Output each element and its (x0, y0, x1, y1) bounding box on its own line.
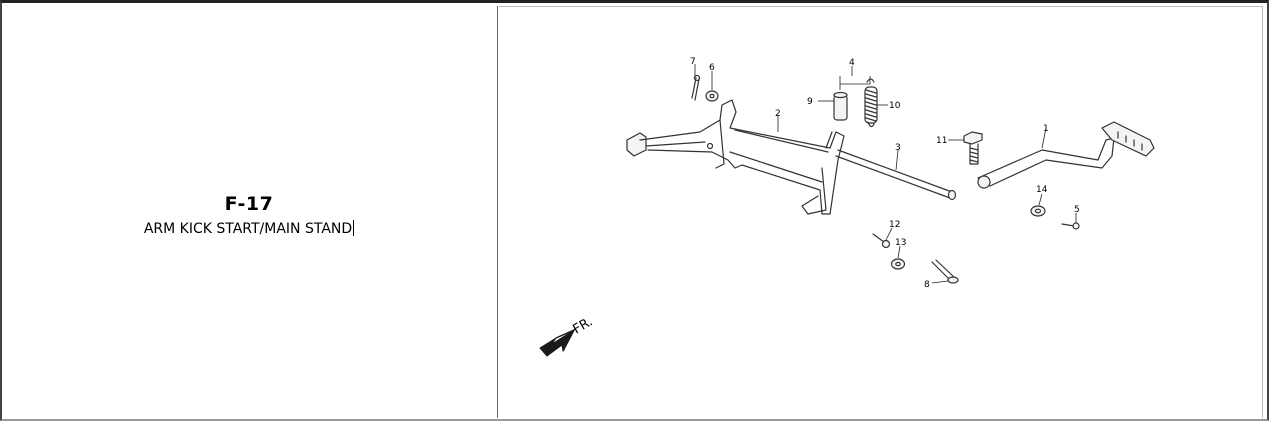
assembly-info-panel: F-17 ARM KICK START/MAIN STAND (2, 3, 496, 419)
front-direction-label: FR. (571, 314, 596, 337)
callout-4: 4 (849, 58, 855, 68)
callout-3: 3 (895, 143, 901, 153)
callout-7: 7 (690, 57, 696, 67)
pin-part-8[interactable] (931, 259, 959, 284)
spring-part[interactable] (864, 78, 878, 128)
callout-8: 8 (924, 280, 930, 290)
callout-1: 1 (1043, 124, 1049, 134)
main-stand-part[interactable] (626, 99, 845, 215)
washer-hole-13 (895, 261, 901, 267)
front-direction-arrow-icon: FR. (539, 314, 596, 357)
callout-2: 2 (775, 109, 781, 119)
callout-12: 12 (889, 220, 900, 230)
washer-part-14[interactable] (1030, 205, 1046, 217)
collar-part[interactable] (833, 91, 848, 121)
washer-part-13[interactable] (890, 258, 906, 270)
callout-14: 14 (1036, 185, 1048, 195)
callout-labels: 1 2 3 4 5 6 7 8 9 10 11 12 13 14 (690, 57, 1080, 290)
callout-5: 5 (1074, 205, 1080, 215)
diagram-panel (499, 6, 1263, 418)
bolt-part-12[interactable] (872, 233, 891, 249)
panel-divider (497, 6, 498, 418)
assembly-title: ARM KICK START/MAIN STAND (143, 221, 353, 237)
assembly-title-cell[interactable]: ARM KICK START/MAIN STAND (2, 220, 496, 237)
callout-6: 6 (709, 63, 715, 73)
washer-hole-14 (1034, 208, 1042, 214)
pivot-shaft-part[interactable] (835, 149, 957, 201)
callout-10: 10 (889, 101, 901, 111)
callout-leaders (694, 64, 1077, 284)
bolt-part[interactable] (963, 131, 983, 165)
cotter-pin-part[interactable] (691, 74, 701, 101)
callout-13: 13 (895, 238, 906, 248)
assembly-code: F-17 (224, 193, 274, 215)
callout-9: 9 (807, 97, 813, 107)
screw-part-5[interactable] (1061, 222, 1080, 230)
kick-start-arm-part[interactable] (977, 121, 1155, 189)
callout-11: 11 (936, 136, 947, 146)
washer-hole-6 (709, 93, 715, 99)
washer-part-6[interactable] (705, 90, 719, 102)
text-caret (353, 220, 355, 236)
